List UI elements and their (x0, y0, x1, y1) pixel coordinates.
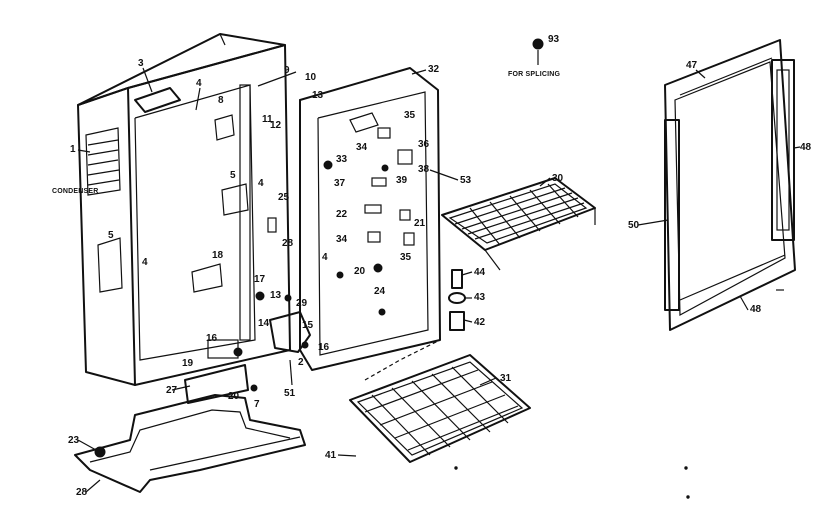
callout-35: 35 (404, 110, 416, 121)
callout-22: 22 (336, 209, 348, 220)
condenser-label: CONDENSER (52, 188, 99, 195)
callout-27: 27 (166, 385, 178, 396)
stray-mark (684, 466, 688, 470)
callout-20b: 20 (228, 391, 240, 402)
side-panel (97, 237, 123, 293)
callout-23: 23 (68, 435, 80, 446)
callout-36: 36 (418, 139, 430, 150)
callout-4b: 4 (258, 178, 264, 189)
base-pan (74, 364, 306, 493)
door-gasket (664, 39, 796, 331)
callout-35b: 35 (400, 252, 412, 263)
callout-38: 38 (418, 164, 430, 175)
leader-lines (77, 67, 801, 493)
callout-44: 44 (474, 267, 486, 278)
callout-28b: 28 (76, 487, 88, 498)
callout-4d: 4 (322, 252, 328, 263)
upper-shelf (441, 177, 596, 271)
callout-41: 41 (325, 450, 337, 461)
callout-10: 10 (305, 72, 317, 83)
callout-4: 4 (196, 78, 202, 89)
callout-2: 2 (298, 357, 304, 368)
callout-3: 3 (138, 58, 144, 69)
callout-18: 18 (212, 250, 224, 261)
callout-47: 47 (686, 60, 698, 71)
top-vent (134, 87, 181, 113)
leg-parts (448, 269, 466, 331)
callout-5b: 5 (108, 230, 114, 241)
callout-19: 19 (182, 358, 194, 369)
callout-51: 51 (284, 388, 296, 399)
callout-17: 17 (254, 274, 266, 285)
callout-32: 32 (428, 64, 440, 75)
stray-mark (454, 466, 458, 470)
callout-16a: 16 (206, 333, 218, 344)
callout-39: 39 (396, 175, 408, 186)
callout-labels: 1 3 4 8 9 10 11 12 13 32 93 47 48 35 36 … (52, 34, 812, 498)
callout-25: 25 (278, 192, 290, 203)
condenser-grille (85, 127, 121, 196)
callout-8: 8 (218, 95, 224, 106)
callout-1: 1 (70, 144, 76, 155)
stray-mark (686, 495, 690, 499)
callout-33: 33 (336, 154, 348, 165)
callout-20: 20 (354, 266, 366, 277)
callout-16b: 16 (318, 342, 330, 353)
splice-connector (532, 38, 544, 65)
lower-shelf (349, 339, 531, 463)
callout-37: 37 (334, 178, 346, 189)
callout-28: 28 (282, 238, 294, 249)
callout-53: 53 (460, 175, 472, 186)
callout-5: 5 (230, 170, 236, 181)
callout-48: 48 (800, 142, 812, 153)
callout-12: 12 (270, 120, 282, 131)
callout-43: 43 (474, 292, 486, 303)
callout-4c: 4 (142, 257, 148, 268)
callout-21: 21 (414, 218, 426, 229)
callout-13: 13 (312, 90, 324, 101)
callout-31: 31 (500, 373, 512, 384)
hinge-strip (239, 84, 251, 341)
callout-13b: 13 (270, 290, 282, 301)
callout-14: 14 (258, 318, 270, 329)
callout-15: 15 (302, 320, 314, 331)
callout-7: 7 (254, 399, 260, 410)
control-assembly (207, 217, 311, 392)
for-splicing-label: FOR SPLICING (508, 71, 561, 78)
callout-93: 93 (548, 34, 560, 45)
callout-24: 24 (374, 286, 386, 297)
front-grille-bar (184, 364, 249, 404)
callout-50: 50 (628, 220, 640, 231)
outer-cabinet (77, 33, 291, 386)
callout-11: 11 (262, 114, 273, 125)
callout-34b: 34 (336, 234, 348, 245)
callout-9: 9 (284, 65, 290, 76)
callout-29: 29 (296, 298, 308, 309)
callout-42: 42 (474, 317, 486, 328)
callout-30: 30 (552, 173, 564, 184)
callout-48b: 48 (750, 304, 762, 315)
callout-34: 34 (356, 142, 368, 153)
